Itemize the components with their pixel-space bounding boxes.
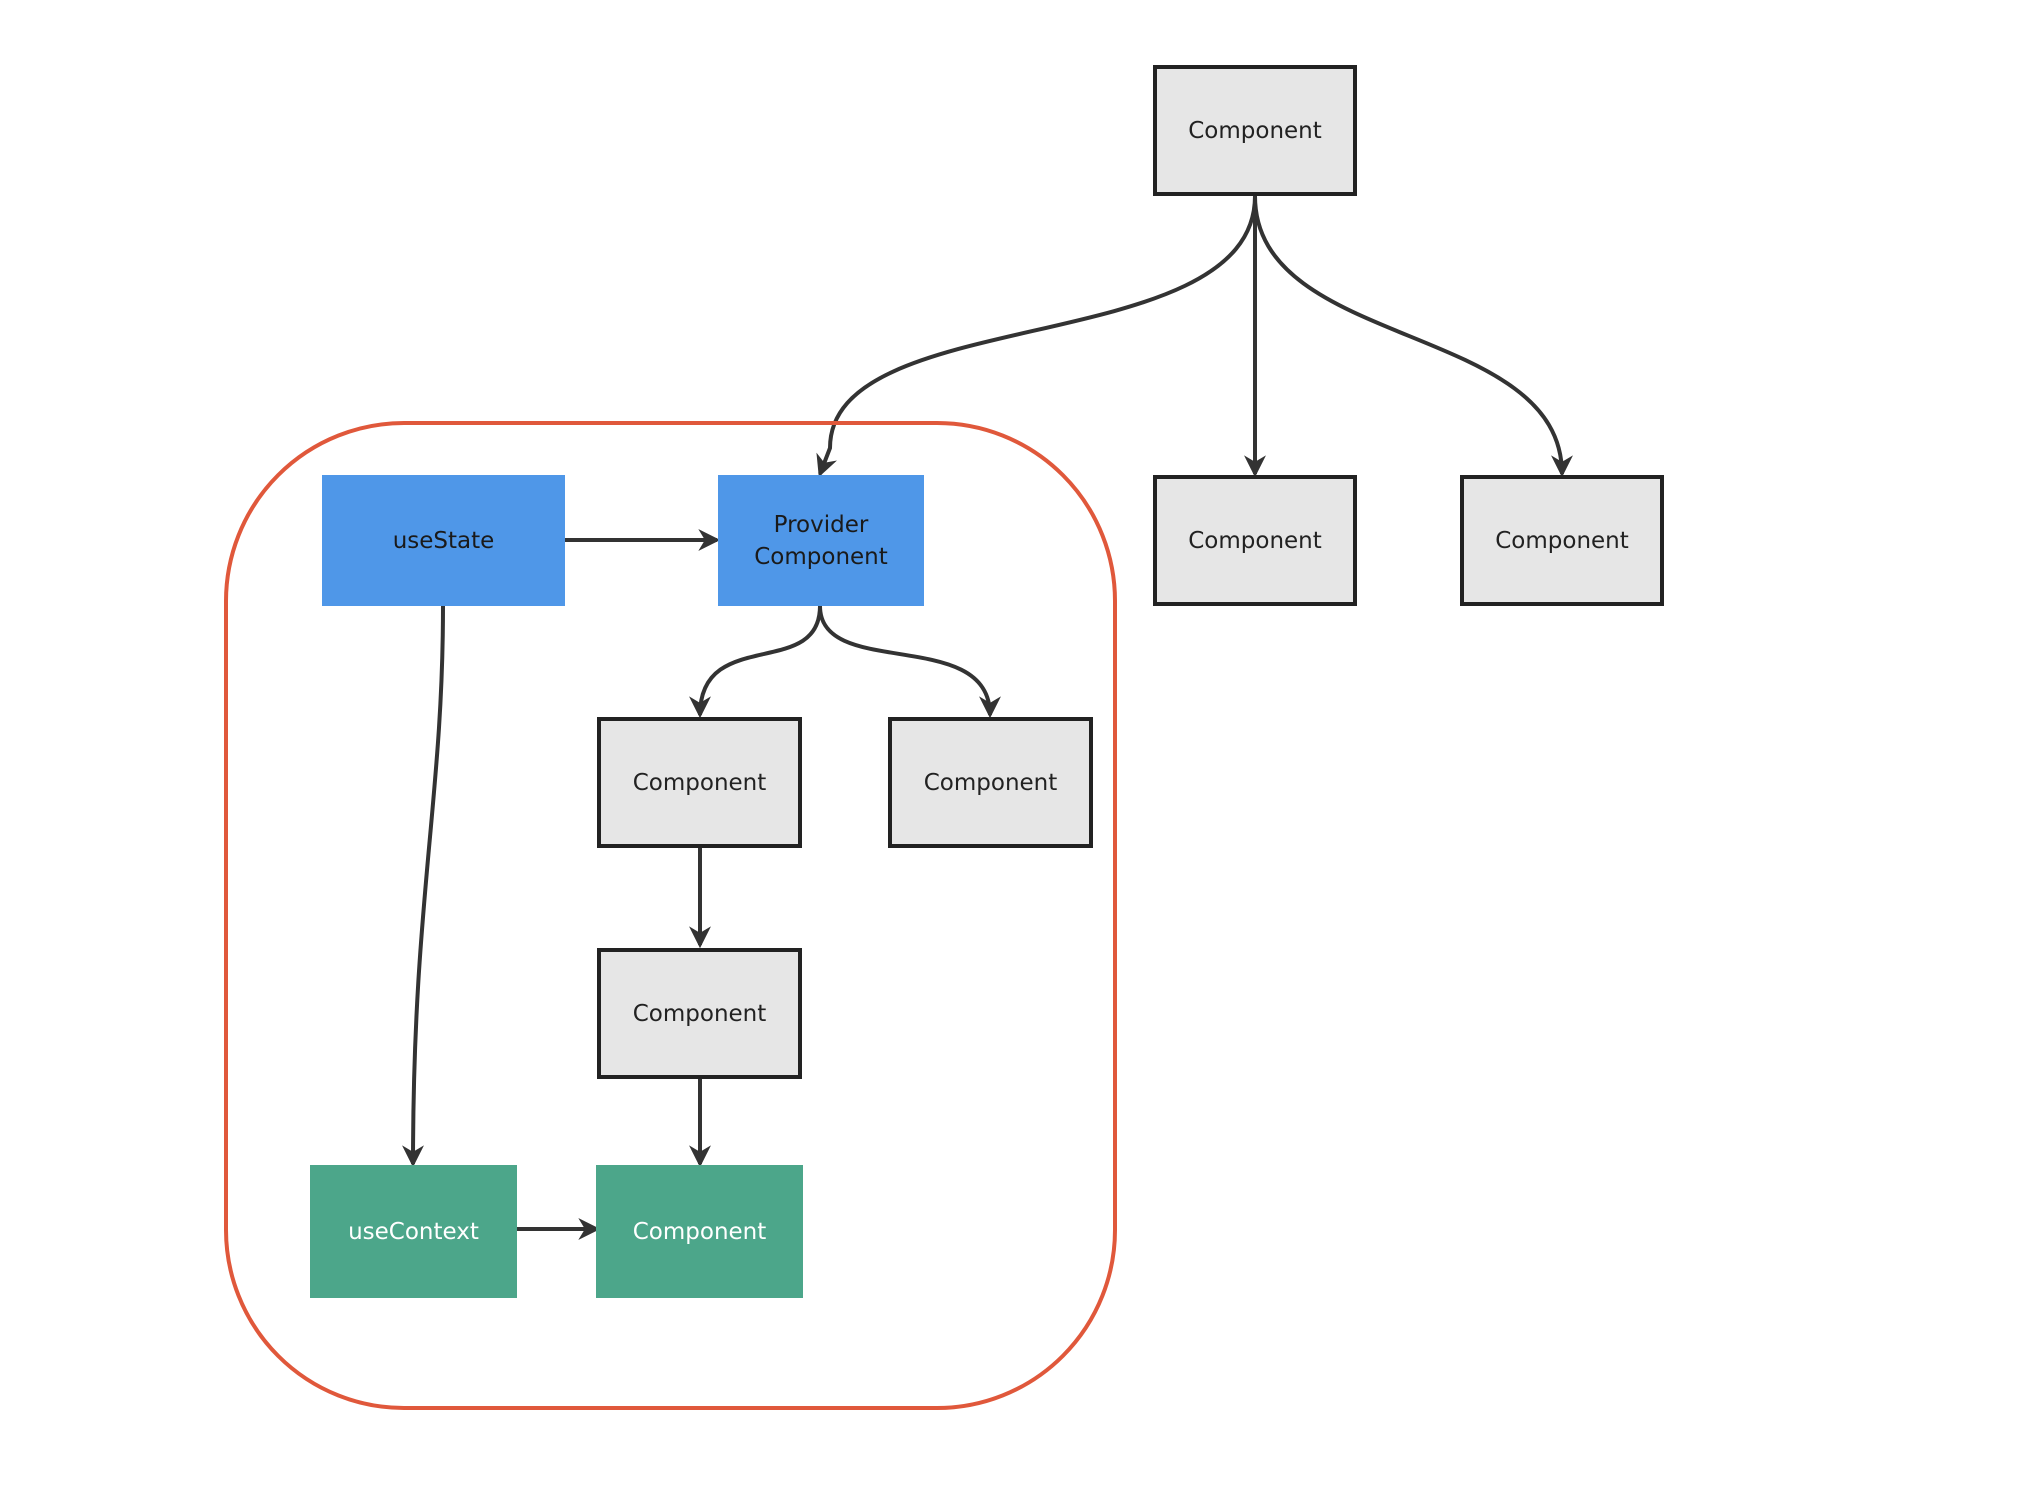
context-scope-boundary [224,421,1117,1410]
root-component-node[interactable]: Component [1153,65,1357,196]
edge-root-to-child-right [1253,195,1573,478]
edge-provider-to-child-right [818,605,1001,719]
provider-child-right-node[interactable]: Component [888,717,1093,848]
usecontext-node[interactable]: useContext [310,1165,517,1298]
child-component-middle-node[interactable]: Component [1153,475,1357,606]
provider-child-left-node[interactable]: Component [597,717,802,848]
nested-component-node[interactable]: Component [597,948,802,1079]
edge-root-to-provider [816,195,1257,478]
edge-provider-to-child-left [689,605,822,719]
usestate-node[interactable]: useState [322,475,565,606]
child-component-right-node[interactable]: Component [1460,475,1664,606]
edge-usestate-to-usecontext [402,605,445,1168]
consumer-component-node[interactable]: Component [596,1165,803,1298]
provider-component-node[interactable]: Provider Component [718,475,924,606]
